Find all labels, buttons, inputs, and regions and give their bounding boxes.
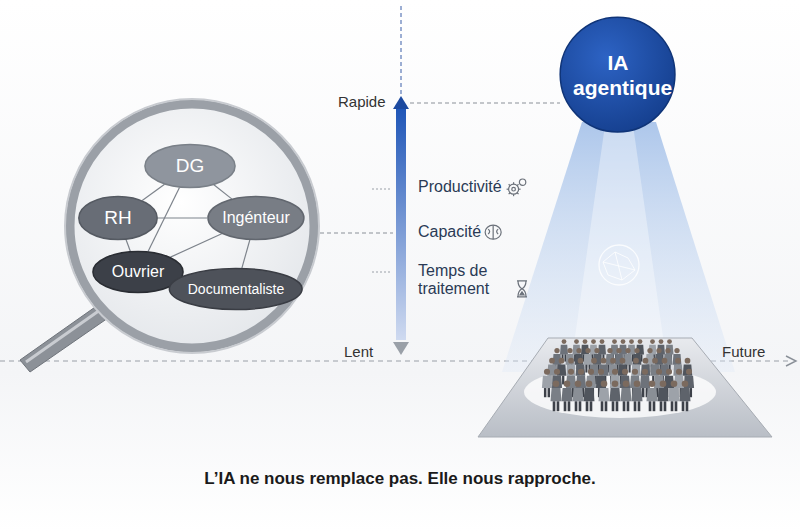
role-ellipse: Ingénteur	[207, 196, 305, 240]
person	[550, 380, 561, 411]
person	[598, 380, 609, 411]
scale-label: Productivité	[418, 178, 502, 196]
node-outline	[559, 16, 676, 133]
person	[609, 380, 620, 411]
node-label: IA agentique	[573, 50, 663, 100]
light-beam-core	[570, 125, 668, 372]
magnifier-handle-shine	[26, 310, 100, 362]
node-label: Ouvrier	[112, 262, 164, 281]
person	[620, 380, 631, 411]
scale-end-label: Rapide	[338, 93, 386, 110]
tick	[372, 189, 392, 190]
scale-top-arrow	[393, 96, 409, 109]
scale-label: Capacité	[418, 223, 481, 241]
person	[561, 380, 572, 411]
network-link	[170, 234, 221, 257]
leader-line	[320, 233, 393, 234]
network-link	[242, 240, 250, 268]
scale-bottom-arrow	[393, 342, 409, 355]
magnifier-rim	[65, 99, 319, 353]
tick	[372, 272, 392, 273]
person	[646, 380, 657, 411]
node-label: DG	[176, 155, 205, 178]
role-ellipse: DG	[144, 144, 236, 188]
platform	[478, 338, 772, 437]
person	[631, 380, 642, 411]
timeline-arrow	[786, 356, 796, 366]
role-ellipse: RH	[78, 196, 158, 240]
scale-end-label: Lent	[344, 343, 373, 360]
network-brain	[603, 252, 635, 280]
guide-line	[401, 6, 402, 96]
person	[668, 380, 679, 411]
magnifier-handle	[20, 305, 108, 372]
person	[583, 380, 594, 411]
node-label: Ingénteur	[222, 208, 290, 227]
axis-label: Future	[722, 343, 765, 360]
network-link	[126, 240, 130, 252]
person	[679, 380, 690, 411]
crowd	[542, 339, 694, 411]
role-ellipse: Documentaliste	[168, 268, 303, 310]
person	[657, 380, 668, 411]
caption: L’IA ne nous remplace pas. Elle nous rap…	[0, 469, 800, 489]
light-beam	[502, 122, 735, 372]
guide-line	[410, 103, 560, 104]
brain-icon	[485, 225, 501, 239]
network-link	[142, 184, 164, 200]
scale-bar	[396, 108, 406, 340]
person	[572, 380, 583, 411]
magnifier-lens	[70, 104, 314, 348]
icons	[485, 179, 527, 297]
network-link	[214, 185, 232, 199]
glass-icon	[517, 281, 527, 297]
scale-label: Temps de traitement	[418, 262, 510, 299]
gear-icon	[507, 179, 526, 196]
person	[542, 369, 552, 398]
network-brain	[599, 245, 639, 285]
node-label: RH	[104, 207, 131, 230]
node-label: Documentaliste	[188, 281, 285, 298]
ai-circle: IA agentique	[559, 16, 676, 133]
